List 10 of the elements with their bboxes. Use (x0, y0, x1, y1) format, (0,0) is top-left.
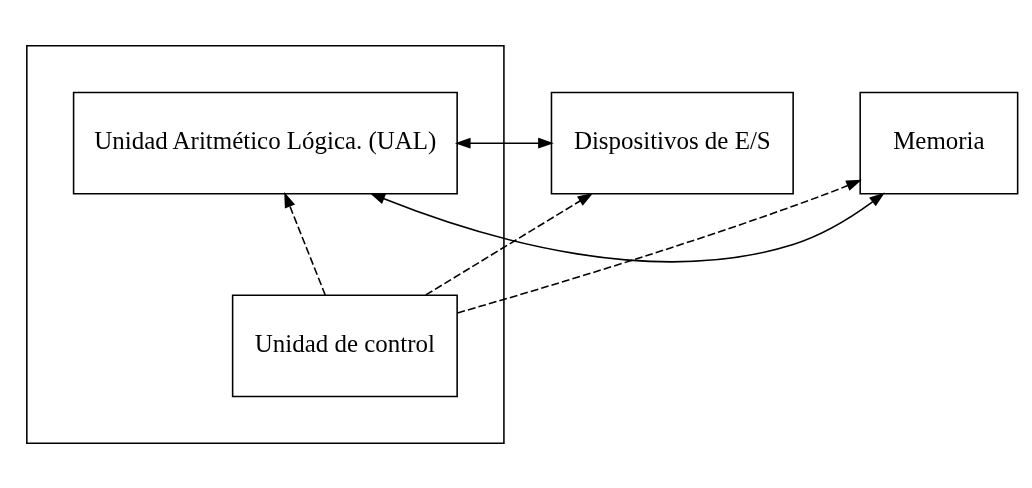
node-box: Unidad Aritmético Lógica. (UAL) (72, 91, 458, 195)
node-box: Dispositivos de E/S (550, 91, 794, 195)
arrow (425, 192, 594, 296)
node-box: Memoria (859, 91, 1019, 195)
arrow (369, 192, 885, 262)
arrow (454, 137, 554, 149)
arrow (284, 191, 326, 296)
node-box: Unidad de control (231, 293, 458, 397)
arrow (456, 179, 862, 314)
cluster (26, 44, 505, 444)
